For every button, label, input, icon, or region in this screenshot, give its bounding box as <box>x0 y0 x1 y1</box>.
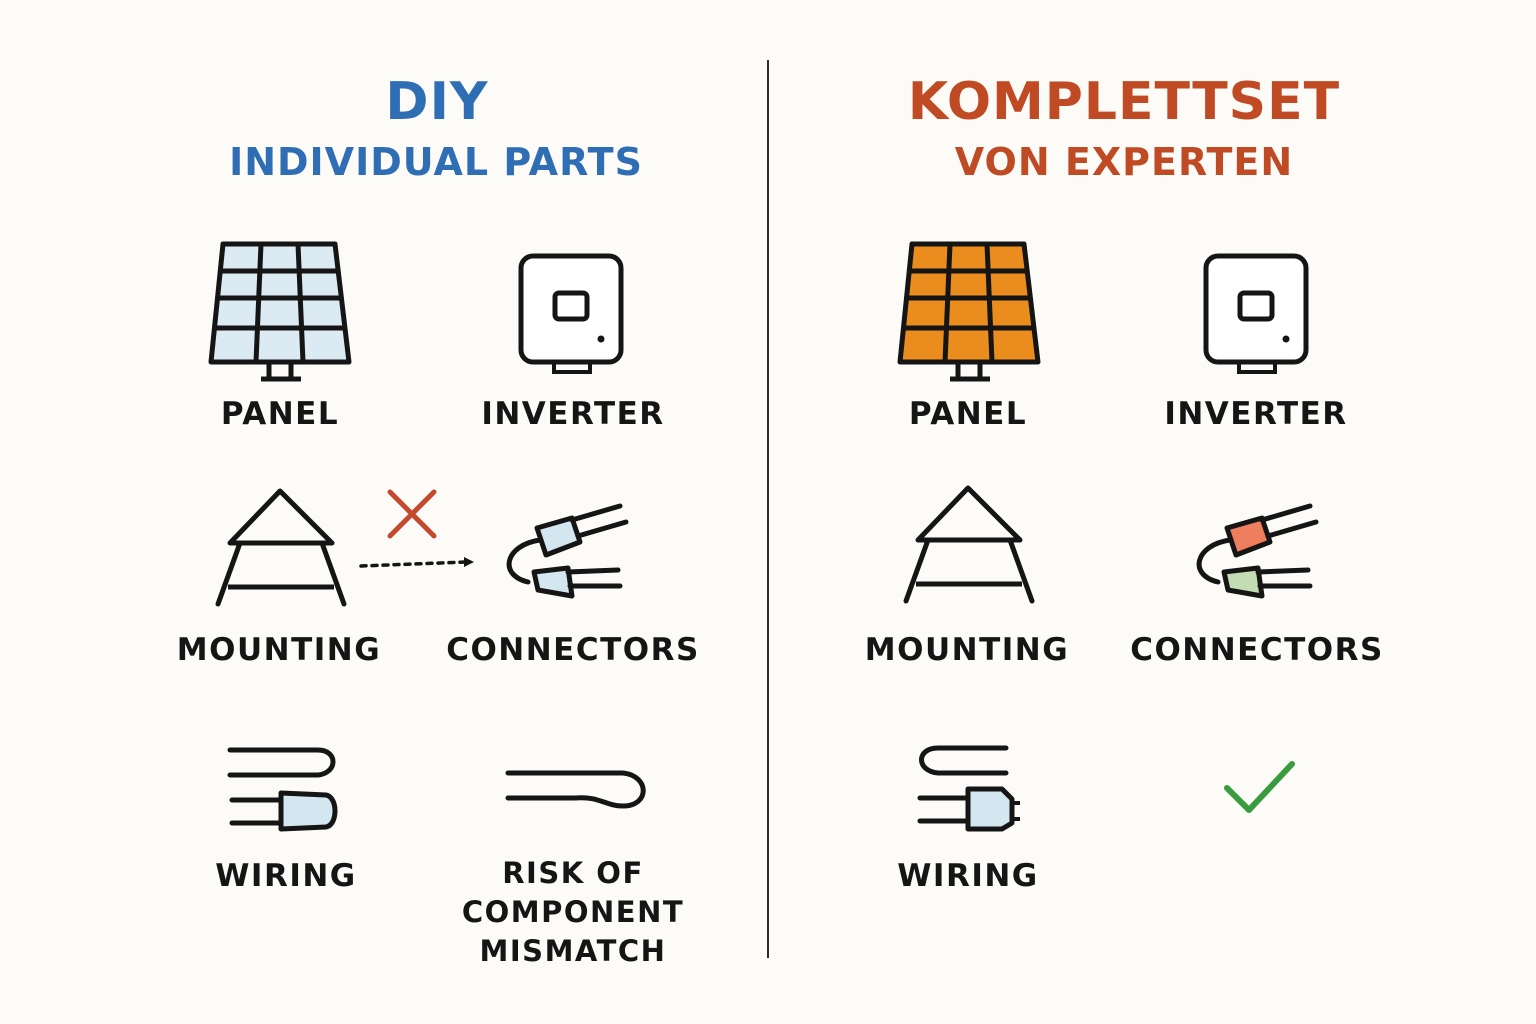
right-mounting-label: MOUNTING <box>864 632 1070 668</box>
solar-panel-icon <box>205 240 355 389</box>
right-inverter-label: INVERTER <box>1164 396 1348 432</box>
left-panel-label: PANEL <box>220 396 340 432</box>
wiring-icon <box>226 745 341 839</box>
mounting-icon <box>214 487 349 613</box>
connectors-icon <box>500 500 630 609</box>
wiring-icon <box>916 743 1026 839</box>
risk-line-3: MISMATCH <box>479 934 667 968</box>
left-inverter-label: INVERTER <box>481 396 665 432</box>
risk-line-1: RISK OF <box>502 856 644 890</box>
loose-cable-icon <box>505 768 650 817</box>
check-icon <box>1222 760 1297 822</box>
mismatch-dotted-line <box>358 556 478 576</box>
right-subtitle: VON EXPERTEN <box>954 140 1294 184</box>
right-connectors-label: CONNECTORS <box>1130 632 1384 668</box>
left-subtitle: INDIVIDUAL PARTS <box>229 140 643 184</box>
mounting-icon <box>902 484 1037 610</box>
right-panel-label: PANEL <box>908 396 1028 432</box>
inverter-icon <box>518 253 624 377</box>
left-wiring-label: WIRING <box>215 858 357 894</box>
left-title: DIY <box>385 72 489 132</box>
right-title: KOMPLETTSET <box>907 72 1341 132</box>
inverter-icon <box>1203 253 1309 377</box>
solar-panel-icon <box>894 240 1044 389</box>
left-mounting-label: MOUNTING <box>176 632 382 668</box>
connectors-icon <box>1190 500 1320 609</box>
right-wiring-label: WIRING <box>897 858 1039 894</box>
center-divider <box>767 60 769 958</box>
risk-line-2: COMPONENT <box>461 895 685 929</box>
left-connectors-label: CONNECTORS <box>446 632 700 668</box>
mismatch-cross-icon <box>386 488 438 544</box>
